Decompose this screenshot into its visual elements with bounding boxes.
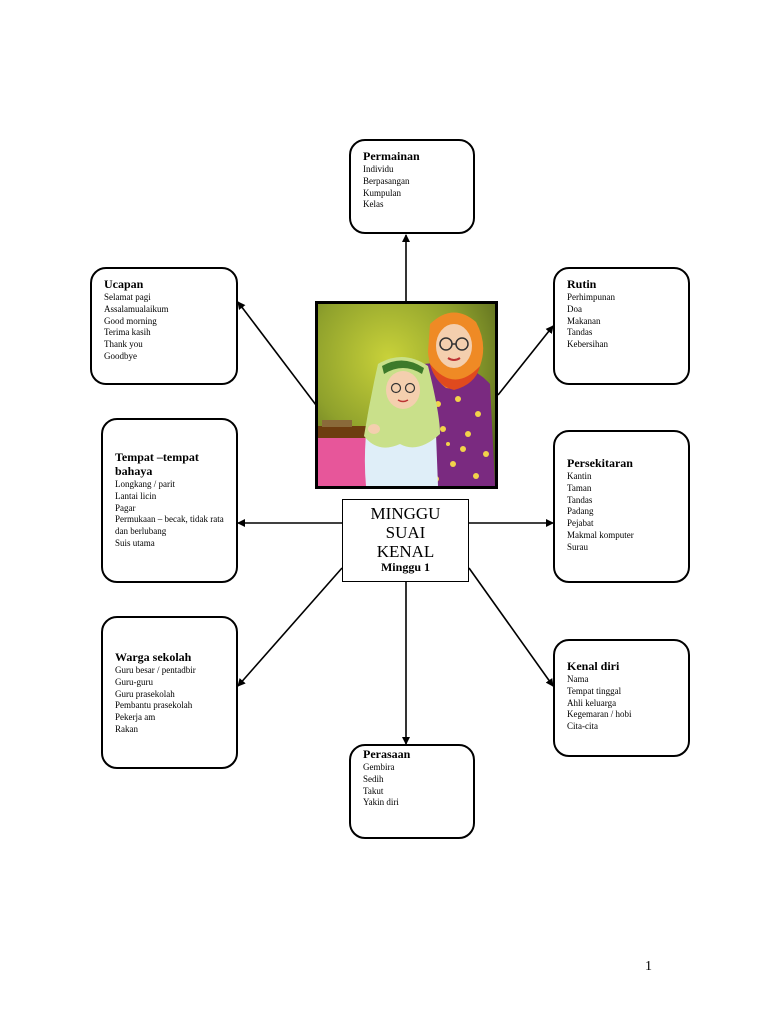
list-item: Individu [363, 164, 394, 174]
box-item-list: Guru besar / pentadbir Guru-guru Guru pr… [115, 665, 226, 736]
arrow-to-kenal [468, 567, 554, 687]
center-title: MINGGU SUAI KENAL [343, 504, 468, 561]
list-item: Guru besar / pentadbir [115, 665, 196, 675]
box-rutin: Rutin Perhimpunan Doa Makanan Tandas Keb… [553, 267, 690, 385]
list-item: Pejabat [567, 518, 594, 529]
box-warga-sekolah: Warga sekolah Guru besar / pentadbir Gur… [101, 616, 238, 769]
page-number: 1 [645, 959, 652, 974]
list-item: Surau [567, 541, 588, 552]
list-item: Kantin [567, 471, 592, 481]
list-item: Tandas [567, 327, 593, 338]
center-title-line-2: SUAI [385, 523, 426, 542]
list-item: Tempat tinggal [567, 685, 622, 696]
box-title: Tempat –tempat bahaya [115, 450, 226, 478]
list-item: Perhimpunan [567, 292, 615, 302]
center-title-line-1: MINGGU [370, 504, 441, 523]
list-item: Makanan [567, 315, 601, 326]
box-item-list: Individu Berpasangan Kumpulan Kelas [363, 164, 463, 211]
box-title: Warga sekolah [115, 650, 192, 664]
list-item: Longkang / parit [115, 479, 175, 489]
list-item: Kegemaran / hobi [567, 709, 632, 720]
box-title: Rutin [567, 277, 597, 291]
box-permainan: Permainan Individu Berpasangan Kumpulan … [349, 139, 475, 234]
box-item-list: Selamat pagi Assalamualaikum Good mornin… [104, 292, 226, 363]
teacher-and-student-illustration [318, 304, 495, 486]
list-item: Ahli keluarga [567, 697, 617, 708]
list-item: Pekerja am [115, 712, 156, 723]
center-topic-box: MINGGU SUAI KENAL Minggu 1 [342, 499, 469, 582]
list-item: Lantai licin [115, 490, 157, 501]
list-item: Guru-guru [115, 676, 153, 687]
box-title: Persekitaran [567, 456, 633, 470]
list-item: Takut [363, 785, 384, 796]
list-item: Tandas [567, 494, 593, 505]
box-item-list: Gembira Sedih Takut Yakin diri [363, 762, 463, 809]
list-item: Taman [567, 482, 592, 493]
list-item: Kelas [363, 199, 384, 210]
list-item: Thank you [104, 339, 143, 350]
box-tempat-bahaya: Tempat –tempat bahaya Longkang / parit L… [101, 418, 238, 583]
list-item: Good morning [104, 315, 157, 326]
box-title: Ucapan [104, 277, 144, 291]
list-item: Gembira [363, 762, 395, 772]
list-item: Permukaan – becak, tidak rata dan berlub… [115, 514, 224, 537]
box-item-list: Kantin Taman Tandas Padang Pejabat Makma… [567, 471, 678, 554]
arrow-to-warga [237, 567, 343, 687]
box-title: Perasaan [363, 747, 411, 761]
list-item: Terima kasih [104, 327, 151, 338]
list-item: Makmal komputer [567, 529, 634, 540]
list-item: Suis utama [115, 537, 155, 548]
list-item: Pagar [115, 502, 136, 513]
arrow-to-ucapan [237, 301, 317, 406]
box-title-line-2: bahaya [115, 464, 153, 478]
box-item-list: Longkang / parit Lantai licin Pagar Perm… [115, 479, 226, 550]
list-item: Pembantu prasekolah [115, 700, 193, 711]
list-item: Guru prasekolah [115, 688, 175, 699]
box-title-line-1: Tempat –tempat [115, 450, 199, 464]
box-perasaan: Perasaan Gembira Sedih Takut Yakin diri [349, 744, 475, 839]
list-item: Kebersihan [567, 339, 608, 350]
list-item: Selamat pagi [104, 292, 151, 302]
list-item: Assalamualaikum [104, 303, 169, 314]
box-item-list: Nama Tempat tinggal Ahli keluarga Kegema… [567, 674, 678, 733]
center-title-line-3: KENAL [376, 542, 435, 561]
list-item: Padang [567, 506, 594, 517]
center-subtitle: Minggu 1 [380, 560, 430, 574]
arrow-to-rutin [497, 325, 554, 396]
box-title: Permainan [363, 149, 420, 163]
list-item: Berpasangan [363, 175, 410, 186]
list-item: Yakin diri [363, 797, 399, 808]
center-illustration [315, 301, 498, 489]
list-item: Nama [567, 674, 589, 684]
list-item: Sedih [363, 773, 384, 784]
box-kenal-diri: Kenal diri Nama Tempat tinggal Ahli kelu… [553, 639, 690, 757]
box-title: Kenal diri [567, 659, 620, 673]
list-item: Cita-cita [567, 721, 598, 732]
list-item: Doa [567, 303, 582, 314]
list-item: Kumpulan [363, 187, 401, 198]
box-item-list: Perhimpunan Doa Makanan Tandas Kebersiha… [567, 292, 678, 351]
list-item: Goodbye [104, 350, 137, 361]
box-persekitaran: Persekitaran Kantin Taman Tandas Padang … [553, 430, 690, 583]
list-item: Rakan [115, 723, 138, 734]
box-ucapan: Ucapan Selamat pagi Assalamualaikum Good… [90, 267, 238, 385]
